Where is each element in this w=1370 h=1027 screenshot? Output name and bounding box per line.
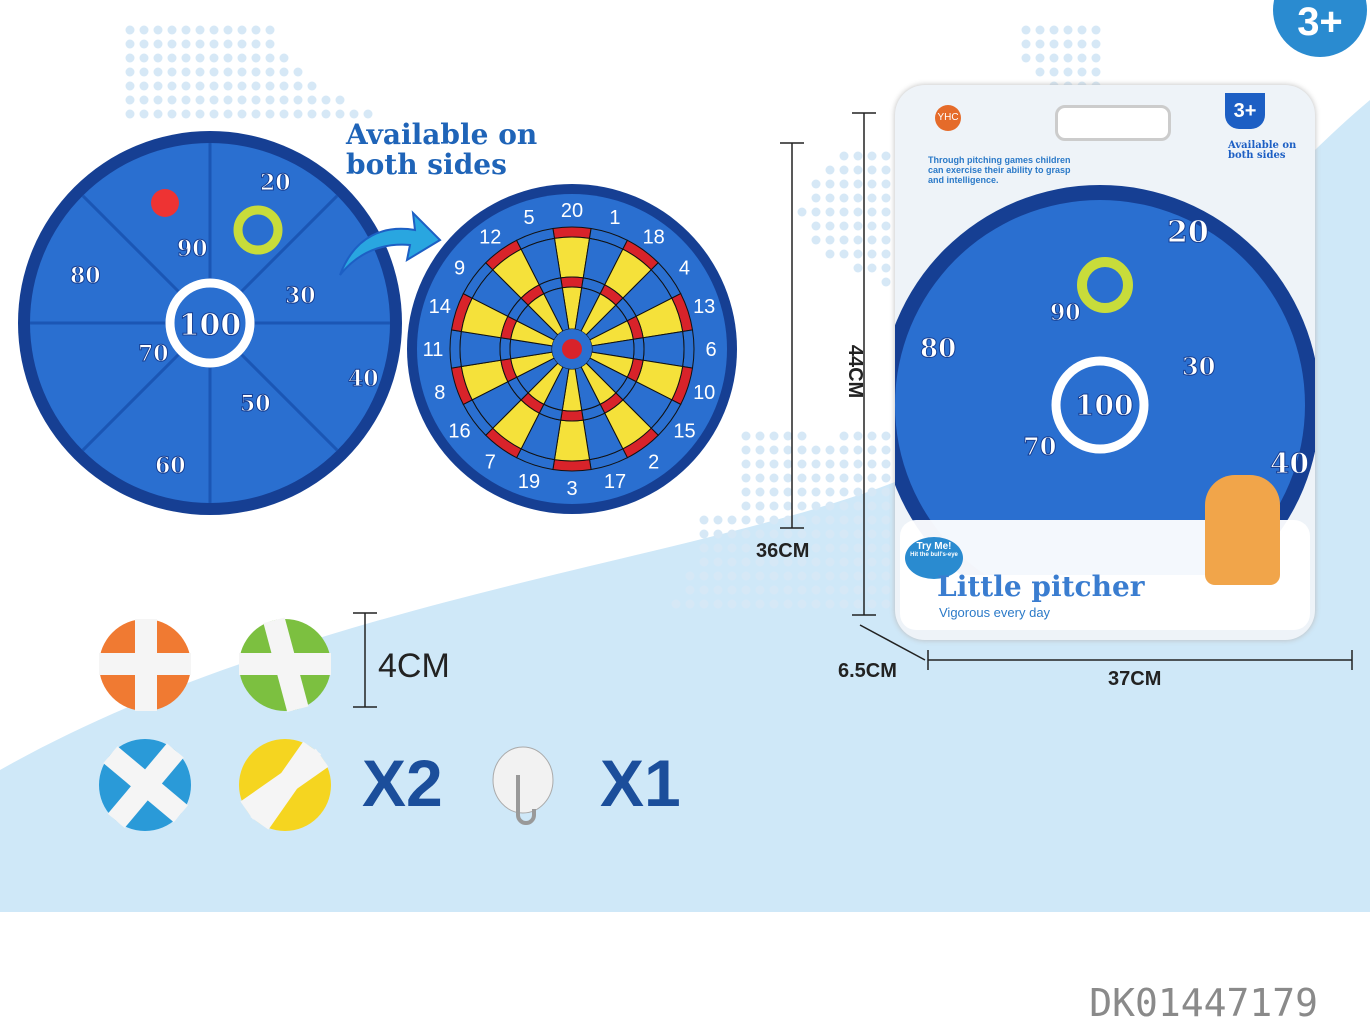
age-badge-text: 3+ [1297, 0, 1343, 44]
dart-number: 19 [518, 471, 540, 493]
package-handle [1055, 105, 1171, 141]
ball-size-label: 4CM [378, 647, 450, 685]
try-me-badge: Try Me!Hit the bull's-eye [905, 537, 963, 579]
dart-number: 16 [448, 421, 470, 443]
package-width-label: 37CM [1108, 668, 1162, 690]
dart-segment [560, 276, 584, 289]
headline-line1: Available on [346, 118, 538, 151]
package-age-badge: 3+ [1225, 93, 1265, 129]
dart-number: 8 [434, 382, 445, 404]
pkg-score: 70 [1023, 432, 1056, 461]
score-label: 50 [240, 391, 271, 417]
score-label: 20 [260, 170, 291, 196]
package-description: Through pitching games children can exer… [928, 155, 1071, 185]
dart-number: 14 [429, 296, 451, 318]
suction-hook-icon [492, 746, 554, 825]
headline-line2: both sides [346, 148, 507, 181]
dart-number: 2 [648, 451, 659, 473]
pkg-score: 90 [1050, 300, 1081, 326]
dart-number: 7 [485, 451, 496, 473]
blue-ball [99, 739, 191, 831]
dart-number: 11 [423, 339, 444, 361]
score-label: 90 [177, 236, 208, 262]
dart-segment [560, 409, 584, 422]
arrow-icon [339, 210, 442, 276]
sticky-balls [99, 617, 331, 831]
score-label: 80 [70, 263, 101, 289]
try-me-sub: Hit the bull's-eye [910, 552, 958, 558]
package-depth-label: 6.5CM [838, 660, 897, 682]
starfish-icon [151, 189, 179, 217]
dartboard: 20 1 18 413 6 10 15 2 17 3 19 7 168 11 149 12 5 [407, 184, 737, 514]
dart-number: 1 [609, 207, 620, 229]
both-sides-headline: Available on both sides [346, 120, 537, 180]
dart-number: 5 [523, 207, 534, 229]
dart-number: 9 [454, 257, 465, 279]
board-diameter-label: 36CM [756, 540, 810, 562]
dart-number: 10 [693, 382, 715, 404]
package-title: Little pitcher [937, 570, 1145, 603]
dart-number: 3 [566, 478, 577, 500]
score-label: 60 [155, 453, 186, 479]
dart-number: 18 [643, 227, 665, 249]
dart-number: 15 [673, 421, 695, 443]
package-board: 20 90 80 30 100 70 40 [895, 185, 1315, 575]
package-avail1: Available on [1228, 140, 1297, 151]
age-badge: 3+ [1265, 0, 1370, 65]
dart-number: 6 [705, 339, 716, 361]
yellow-ball [239, 739, 331, 831]
pkg-score: 80 [920, 334, 956, 364]
dart-number: 13 [693, 296, 715, 318]
hook-quantity: X1 [600, 746, 681, 820]
boy-illustration [1205, 475, 1280, 585]
package-subtitle: Vigorous every day [939, 605, 1051, 620]
pkg-score: 100 [1075, 389, 1133, 422]
try-me-text: Try Me! [916, 541, 952, 552]
dart-number: 4 [679, 257, 690, 279]
pkg-score: 40 [1270, 447, 1309, 480]
package-avail2: both sides [1228, 150, 1286, 161]
dart-number: 20 [561, 200, 583, 222]
dart-number: 12 [479, 227, 501, 249]
pkg-score: 30 [1182, 352, 1215, 381]
balls-quantity: X2 [362, 746, 443, 820]
dart-segment [499, 337, 512, 361]
center-score: 100 [179, 308, 242, 343]
package-box: YHC Through pitching games children can … [895, 85, 1315, 640]
dart-segment [632, 337, 645, 361]
brand-logo: YHC [935, 105, 961, 131]
score-label: 70 [138, 341, 169, 367]
orange-ball [99, 619, 191, 711]
score-label: 40 [348, 366, 379, 392]
green-ball [239, 617, 331, 713]
dart-number: 17 [604, 471, 626, 493]
package-height-label: 44CM [844, 344, 867, 399]
sku-code: DK01447179 [1089, 981, 1318, 1025]
ring-icon [233, 205, 283, 255]
pkg-score: 20 [1167, 215, 1209, 250]
animal-target-board: 100 20 30 40 50 60 70 80 90 [18, 131, 402, 515]
score-label: 30 [285, 283, 316, 309]
